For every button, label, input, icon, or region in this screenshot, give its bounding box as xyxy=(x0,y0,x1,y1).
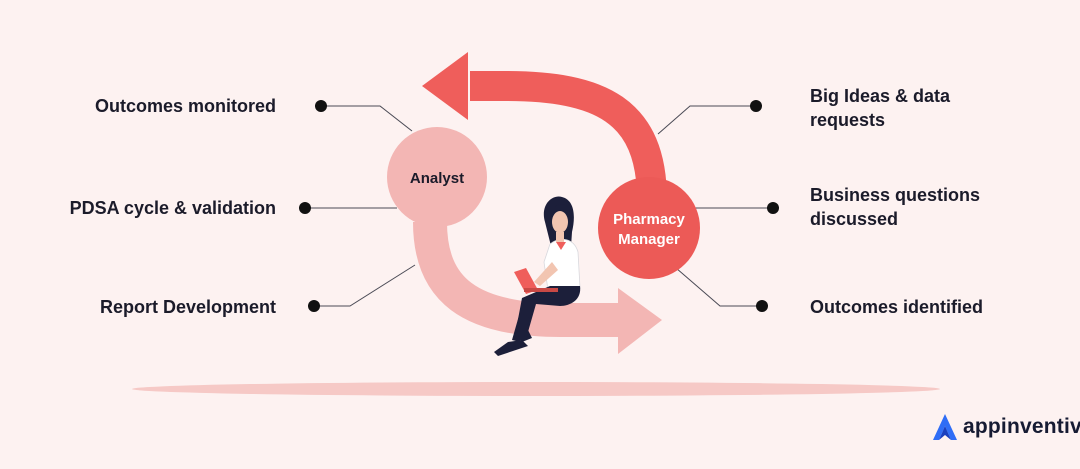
analyst-label: Analyst xyxy=(410,170,464,187)
right-connectors xyxy=(657,105,773,307)
step-outcomes-monitored: Outcomes monitored xyxy=(94,96,276,116)
step-business-questions-line1: Business questions xyxy=(810,185,981,205)
step-report-development: Report Development xyxy=(99,297,276,317)
appinventiv-logo-icon xyxy=(933,414,957,440)
pharmacy-manager-label-line1: Pharmacy xyxy=(613,211,685,228)
top-arrow-head xyxy=(422,52,468,120)
pharmacy-manager-label-line2: Manager xyxy=(618,231,680,248)
step-outcomes-identified: Outcomes identified xyxy=(810,297,984,317)
brand-logo: appinventiv xyxy=(932,412,1080,442)
left-connectors xyxy=(306,105,416,307)
analyst-node xyxy=(387,127,487,227)
floor-shadow xyxy=(132,382,940,396)
pharmacy-manager-node xyxy=(598,177,700,279)
brand-name: appinventiv xyxy=(963,415,1080,438)
bottom-arrow-head xyxy=(618,288,662,354)
step-big-ideas-line2: requests xyxy=(810,110,886,130)
step-big-ideas-line1: Big Ideas & data xyxy=(810,86,951,106)
step-business-questions-line2: discussed xyxy=(810,209,899,229)
bottom-arrow-shaft xyxy=(413,221,625,337)
connector-dots xyxy=(299,100,779,312)
laptop-woman-illustration xyxy=(494,196,581,356)
step-pdsa-cycle-validation: PDSA cycle & validation xyxy=(69,198,276,218)
top-arrow-shaft xyxy=(470,71,667,201)
